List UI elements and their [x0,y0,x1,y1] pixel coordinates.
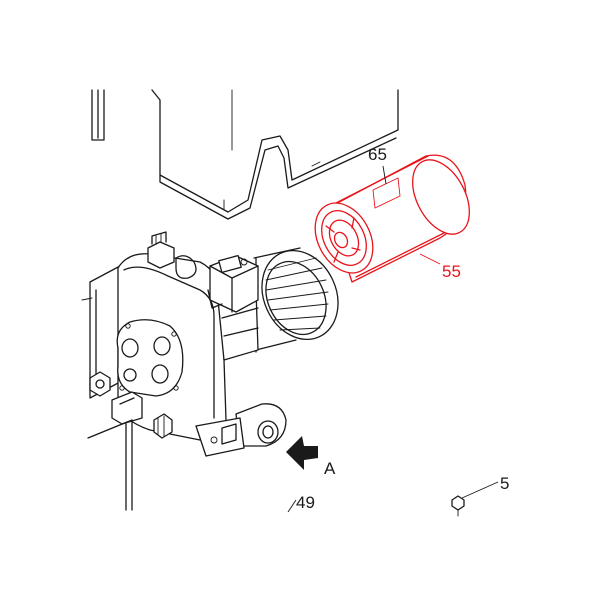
hex-nut [89,371,111,397]
label-plate-65[interactable] [372,165,401,209]
callout-5: 5 [500,474,509,493]
callout-49: 49 [296,493,315,512]
leader-55 [419,253,441,265]
tank-housing [91,89,399,220]
view-arrow-label: A [324,459,336,478]
mounting-frame [81,297,133,511]
view-arrow-a [286,436,318,470]
screw-5[interactable] [451,481,499,517]
filter-cartridge-55[interactable] [304,150,481,283]
leader-49 [287,499,297,513]
pump-body [89,231,287,457]
callout-65: 65 [368,145,387,164]
callout-55: 55 [442,262,461,281]
